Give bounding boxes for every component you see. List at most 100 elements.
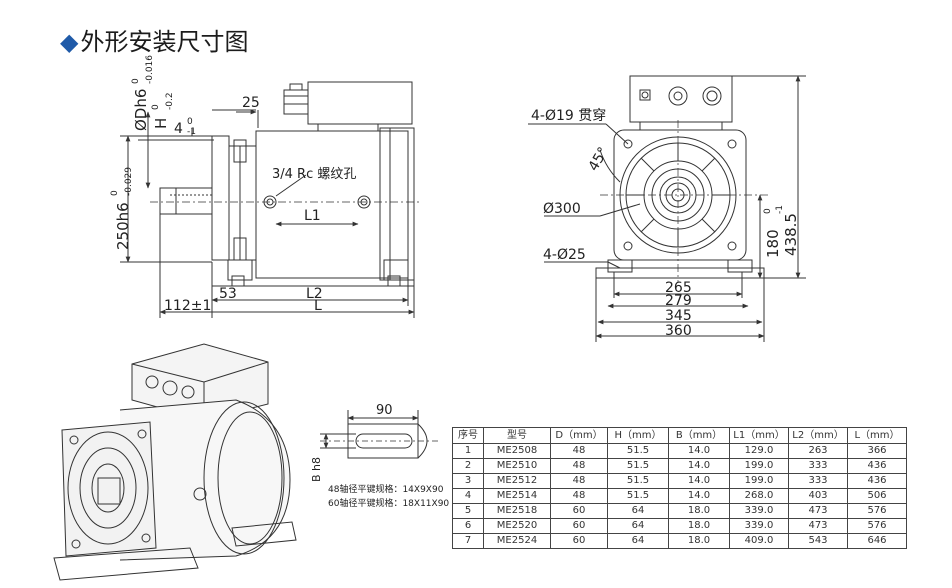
side-view	[120, 81, 420, 318]
cell: 64	[607, 533, 669, 549]
cell: 436	[847, 473, 907, 489]
dim-438: 438.5	[782, 213, 800, 256]
iso-base-right	[231, 521, 297, 547]
bolt-hole-bl	[623, 241, 633, 251]
cell: 51.5	[607, 443, 669, 459]
dia-300-label: Ø300	[543, 201, 581, 217]
front-base	[595, 267, 765, 279]
foot-right	[383, 259, 409, 281]
cell: ME2524	[483, 533, 551, 549]
dim-265: 265	[665, 280, 692, 296]
shaft-key-detail	[320, 410, 440, 459]
angle-45-label: 45°	[586, 144, 612, 174]
cell: ME2508	[483, 443, 551, 459]
cell: 1	[452, 443, 484, 459]
bolt-hole-tl	[623, 139, 633, 149]
terminal-box-base	[317, 123, 379, 132]
dim-bh8: B h8	[310, 457, 323, 482]
bolt-hole-tr	[727, 139, 737, 149]
dim-180-lower: -1	[775, 205, 785, 214]
cell: 409.0	[729, 533, 789, 549]
cell: 60	[550, 503, 608, 519]
cell: 48	[550, 488, 608, 504]
dim-90: 90	[376, 403, 393, 418]
iso-shaft	[97, 477, 121, 505]
front-view	[528, 75, 806, 342]
cell: 199.0	[729, 458, 789, 474]
cell: 14.0	[668, 458, 730, 474]
front-gland	[668, 86, 688, 106]
cell: 268.0	[729, 488, 789, 504]
iso-front-flange	[61, 421, 157, 557]
dim-180: 180	[764, 229, 782, 258]
dim-360: 360	[665, 323, 692, 339]
dim-l: L	[314, 298, 322, 314]
end-cap	[379, 127, 415, 281]
bolt-hole-br	[727, 241, 737, 251]
cell: 64	[607, 503, 669, 519]
front-foot-left	[607, 259, 633, 273]
cell: 3	[452, 473, 484, 489]
side-view-labels: ØDh6 0 -0.016 H 0 -0.2 4 0 -1 25 3/4 Rc …	[110, 55, 356, 314]
dim-4-lower: -1	[187, 127, 196, 137]
dim-dh6-upper: 0	[131, 78, 141, 84]
cell: 473	[788, 503, 848, 519]
cell: 14.0	[668, 488, 730, 504]
flange-neck	[228, 145, 257, 261]
dim-250-upper: 0	[110, 190, 120, 196]
shaft	[159, 187, 213, 215]
cell: 333	[788, 458, 848, 474]
dim-112: 112±1	[164, 298, 211, 314]
diamond-icon: ◆	[60, 28, 79, 56]
iso-view	[53, 343, 297, 581]
cell: 2	[452, 458, 484, 474]
header-d: D（mm）	[550, 427, 608, 444]
iso-body	[119, 399, 291, 561]
iso-base-left	[53, 547, 199, 581]
dim-4-upper: 0	[187, 117, 193, 127]
cell: 60	[550, 518, 608, 534]
cell: 473	[788, 518, 848, 534]
page-title: ◆外形安装尺寸图	[60, 22, 248, 57]
cell: 4	[452, 488, 484, 504]
table-header-row: 序号 型号 D（mm） H（mm） B（mm） L1（mm） L2（mm） L（…	[452, 427, 907, 444]
front-foot-right	[727, 259, 753, 273]
motor-housing	[255, 130, 409, 279]
cell: 18.0	[668, 503, 730, 519]
flange-plate	[211, 135, 230, 261]
dim-279: 279	[665, 293, 692, 309]
cell: 18.0	[668, 533, 730, 549]
cell: 14.0	[668, 443, 730, 459]
spec-table: 序号 型号 D（mm） H（mm） B（mm） L1（mm） L2（mm） L（…	[452, 427, 907, 549]
cell: 5	[452, 503, 484, 519]
cell: 6	[452, 518, 484, 534]
dim-250-lower: -0.029	[124, 167, 134, 196]
dim-250h6: 250h6	[114, 202, 132, 250]
dim-53: 53	[219, 286, 237, 302]
cell: 48	[550, 458, 608, 474]
cell: 64	[607, 518, 669, 534]
cell: 48	[550, 443, 608, 459]
cell: 436	[847, 458, 907, 474]
rc-hole-label: 3/4 Rc 螺纹孔	[272, 167, 356, 182]
cell: 576	[847, 503, 907, 519]
dim-h-lower: -0.2	[165, 92, 175, 110]
dim-l2: L2	[306, 286, 323, 302]
cell: 199.0	[729, 473, 789, 489]
cell: ME2518	[483, 503, 551, 519]
dim-dh6: ØDh6	[132, 89, 150, 131]
key-spec-48: 48轴径平键规格：14X9X90	[328, 483, 444, 495]
dim-180-upper: 0	[763, 208, 773, 214]
dim-25: 25	[242, 95, 260, 111]
cell: 403	[788, 488, 848, 504]
cell: 51.5	[607, 488, 669, 504]
dim-h-upper: 0	[151, 104, 161, 110]
header-l2: L2（mm）	[788, 427, 848, 444]
